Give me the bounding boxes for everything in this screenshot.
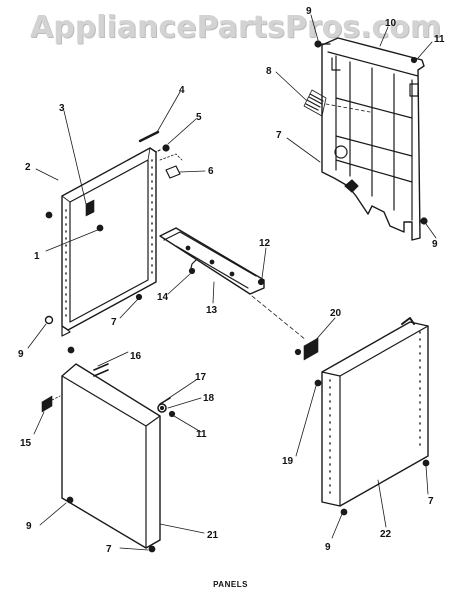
- screw-part-5: [155, 144, 170, 153]
- callout-21: 21: [207, 530, 219, 541]
- front-panel-screws: [66, 496, 156, 553]
- callout-22: 22: [380, 529, 392, 540]
- callout-9: 9: [306, 6, 312, 17]
- callout-9: 9: [26, 521, 32, 532]
- bracket-part-20: [294, 337, 319, 361]
- callout-labels: 9 10 11 8 7 9 3 4 5 6 2 1 7 9 12 14 13 2…: [18, 6, 445, 555]
- callout-11: 11: [196, 429, 207, 440]
- callout-14: 14: [157, 292, 169, 303]
- callout-16: 16: [130, 351, 142, 362]
- callout-3: 3: [59, 103, 65, 114]
- callout-2: 2: [25, 162, 31, 173]
- parts-17-18-11: [157, 397, 176, 418]
- clip-part-6: [159, 153, 183, 179]
- callout-10: 10: [385, 18, 397, 29]
- right-side-panel-22: [321, 317, 429, 507]
- front-lower-panel-21: [61, 363, 161, 549]
- left-frame-screws: [44, 211, 143, 325]
- callout-7: 7: [106, 544, 112, 555]
- callout-9: 9: [18, 349, 24, 360]
- callout-4: 4: [179, 85, 185, 96]
- screw-9-top: [314, 40, 331, 48]
- bracket-part-15: [41, 395, 61, 413]
- callout-6: 6: [208, 166, 214, 177]
- leader-lines: [27, 14, 437, 551]
- callout-7: 7: [111, 317, 117, 328]
- callout-8: 8: [266, 66, 272, 77]
- callout-18: 18: [203, 393, 215, 404]
- rear-panel: [321, 37, 425, 241]
- screw-9-right: [420, 217, 428, 225]
- pin-part-4: [138, 130, 160, 143]
- callout-12: 12: [259, 238, 271, 249]
- pins-part-16: [67, 346, 109, 377]
- callout-7: 7: [428, 496, 434, 507]
- callout-13: 13: [206, 305, 218, 316]
- callout-9: 9: [432, 239, 438, 250]
- callout-1: 1: [34, 251, 40, 262]
- cross-member-13: [159, 227, 307, 341]
- spring-part-8: [303, 89, 371, 117]
- diagram-caption: PANELS: [213, 580, 248, 589]
- clip-11-top: [410, 56, 418, 64]
- callout-11: 11: [434, 34, 445, 45]
- callout-5: 5: [196, 112, 202, 123]
- callout-17: 17: [195, 372, 207, 383]
- right-panel-screws: [314, 379, 430, 516]
- callout-15: 15: [20, 438, 32, 449]
- callout-20: 20: [330, 308, 342, 319]
- callout-19: 19: [282, 456, 294, 467]
- left-side-frame: [61, 147, 157, 337]
- watermark: AppliancePartsPros.com: [30, 10, 442, 45]
- callout-9: 9: [325, 542, 331, 553]
- callout-7: 7: [276, 130, 282, 141]
